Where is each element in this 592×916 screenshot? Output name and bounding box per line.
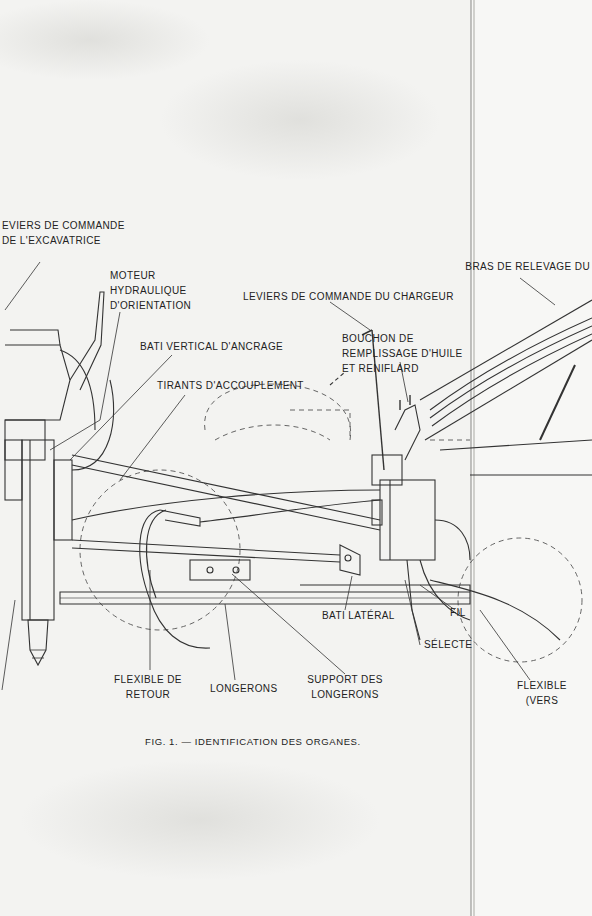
part-label: BATI LATÉRAL — [322, 608, 395, 623]
part-label: EVIERS DE COMMANDE DE L'EXCAVATRICE — [2, 218, 142, 248]
part-label: FLEXIBLE DE RETOUR — [108, 672, 188, 702]
part-label: FLEXIBLE (VERS — [502, 678, 582, 708]
part-label: TIRANTS D'ACCOUPLEMENT — [157, 378, 304, 393]
part-label: LEVIERS DE COMMANDE DU CHARGEUR — [243, 289, 454, 304]
figure-caption: FIG. 1. — IDENTIFICATION DES ORGANES. — [145, 736, 361, 747]
part-label: SUPPORT DES LONGERONS — [300, 672, 390, 702]
part-label: SÉLECTE — [424, 637, 472, 652]
part-label: MOTEUR HYDRAULIQUE D'ORIENTATION — [110, 268, 205, 313]
part-label: BRAS DE RELEVAGE DU — [465, 259, 590, 274]
part-label: BOUCHON DE REMPLISSAGE D'HUILE ET RENIFL… — [342, 331, 474, 376]
part-label: BATI VERTICAL D'ANCRAGE — [140, 339, 283, 354]
part-label: FIL — [450, 605, 466, 620]
part-label: LONGERONS — [210, 681, 278, 696]
